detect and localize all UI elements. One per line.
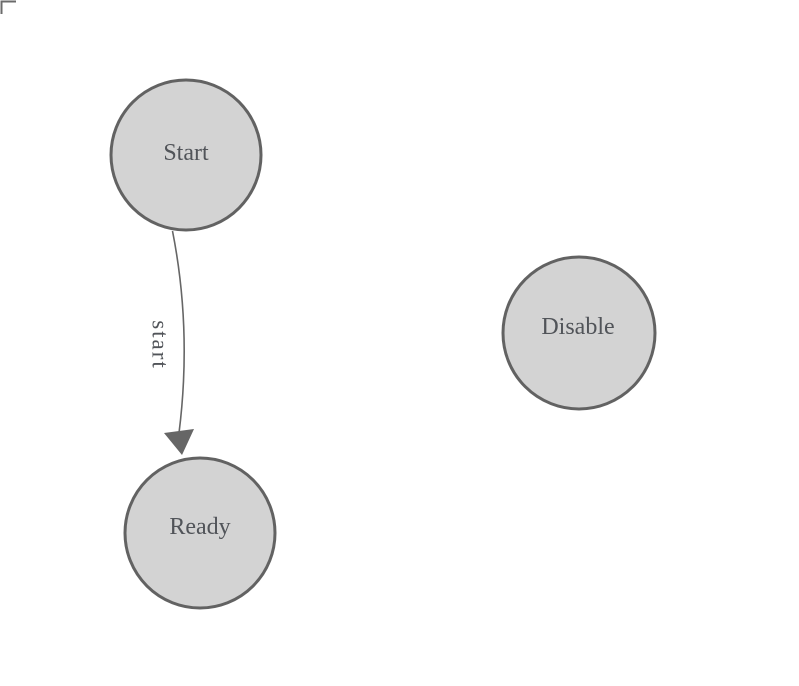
transition-arrowhead-icon [164, 429, 194, 455]
state-circle-start[interactable] [109, 78, 263, 232]
state-node-disable[interactable]: Disable [501, 255, 657, 411]
canvas-corner-mark [0, 0, 16, 14]
transition-label[interactable]: start [148, 320, 173, 370]
state-node-ready[interactable]: Ready [123, 456, 277, 610]
state-node-start[interactable]: Start [109, 78, 263, 232]
transition-start-to-ready: start [148, 230, 194, 455]
state-circle-ready[interactable] [123, 456, 277, 610]
state-circle-disable[interactable] [501, 255, 657, 411]
transition-edge-line[interactable] [171, 230, 185, 434]
